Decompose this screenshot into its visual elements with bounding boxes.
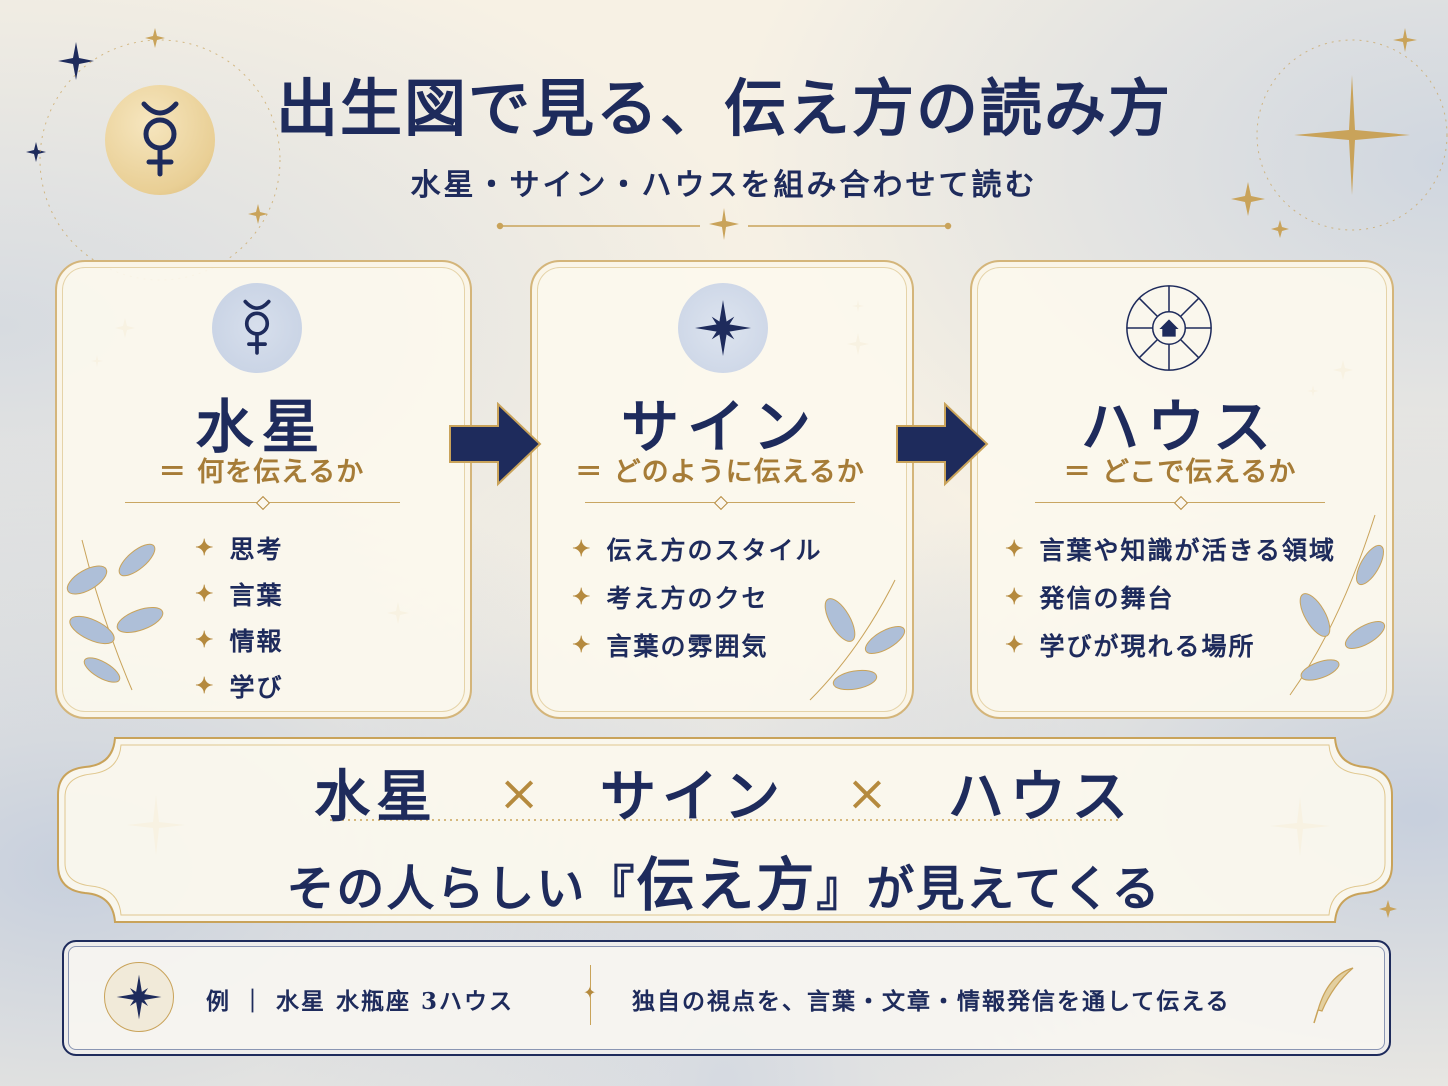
banner-term: 水星 <box>314 764 439 830</box>
arrow-right-icon <box>896 402 989 487</box>
leaf-decoration-icon <box>66 539 164 691</box>
mercury-icon <box>141 101 179 177</box>
title-divider <box>496 222 952 230</box>
list-item: ✦学びが現れる場所 <box>1005 632 1256 661</box>
sparkle-icon <box>26 142 46 162</box>
card-title: サイン <box>620 393 819 461</box>
card-house-icon-bg <box>1124 283 1214 373</box>
sparkle-icon <box>1393 28 1417 52</box>
banner-term: サイン <box>600 764 786 830</box>
house-wheel-icon <box>1126 285 1212 371</box>
card-list: ✦言葉や知識が活きる領域 ✦発信の舞台 ✦学びが現れる場所 <box>1005 525 1336 669</box>
page-subtitle: 水星・サイン・ハウスを組み合わせて読む <box>410 168 1038 203</box>
compass-star-icon <box>1294 75 1410 195</box>
banner-subtitle: その人らしい『伝え方』が見えてくる <box>286 851 1162 919</box>
list-item: ✦学び <box>195 673 284 702</box>
card-mercury-icon-bg <box>212 283 302 373</box>
star-icon <box>695 300 751 356</box>
quill-icon <box>1313 967 1354 1024</box>
sparkle-icon <box>1271 220 1289 238</box>
arrow-right-icon <box>449 402 542 487</box>
example-label: 例 ｜ 水星 水瓶座 3ハウス <box>206 988 515 1015</box>
card-subtitle: ＝ 何を伝えるか <box>158 457 365 488</box>
list-item: ✦伝え方のスタイル <box>572 536 823 565</box>
sparkle-icon: ✦ <box>583 983 597 1002</box>
mercury-icon <box>243 299 271 355</box>
sparkle-icon <box>58 42 94 80</box>
banner-term: ハウス <box>947 764 1134 830</box>
times-icon: × <box>498 763 540 822</box>
card-title: ハウス <box>1080 393 1279 461</box>
list-item: ✦情報 <box>195 627 284 656</box>
card-title: 水星 <box>195 393 328 461</box>
sparkle-icon <box>1231 182 1265 216</box>
example-badge <box>104 962 174 1032</box>
banner-frame <box>57 737 1393 923</box>
leaf-decoration-icon <box>809 579 906 701</box>
example-bar <box>62 940 1391 1056</box>
times-icon: × <box>846 763 888 822</box>
star-icon <box>116 974 162 1020</box>
leaf-decoration-icon <box>1289 514 1386 696</box>
sparkle-icon <box>248 204 268 224</box>
home-icon <box>1159 319 1179 337</box>
card-list: ✦思考 ✦言葉 ✦情報 ✦学び <box>195 525 283 709</box>
list-item: ✦言葉や知識が活きる領域 <box>1005 536 1336 565</box>
page-title: 出生図で見る、伝え方の読み方 <box>275 72 1172 145</box>
banner-title: 水星 × サイン × ハウス <box>0 752 1448 833</box>
card-list: ✦伝え方のスタイル ✦考え方のクセ ✦言葉の雰囲気 <box>572 525 822 669</box>
card-sign-icon-bg <box>678 283 768 373</box>
sparkle-icon <box>1379 900 1397 918</box>
example-text: 独自の視点を、言葉・文章・情報発信を通して伝える <box>632 988 1231 1015</box>
mercury-medallion <box>105 85 215 195</box>
sparkle-icon <box>145 28 165 48</box>
list-item: ✦言葉 <box>195 581 284 610</box>
card-subtitle: ＝ どのように伝えるか <box>575 457 865 488</box>
list-item: ✦思考 <box>195 535 284 564</box>
list-item: ✦考え方のクセ <box>572 584 769 613</box>
list-item: ✦発信の舞台 <box>1005 584 1175 613</box>
list-item: ✦言葉の雰囲気 <box>572 632 769 661</box>
card-subtitle: ＝ どこで伝えるか <box>1063 457 1297 488</box>
card-house <box>970 260 1394 719</box>
sparkle-icon <box>709 208 739 240</box>
example-divider <box>590 965 591 1025</box>
